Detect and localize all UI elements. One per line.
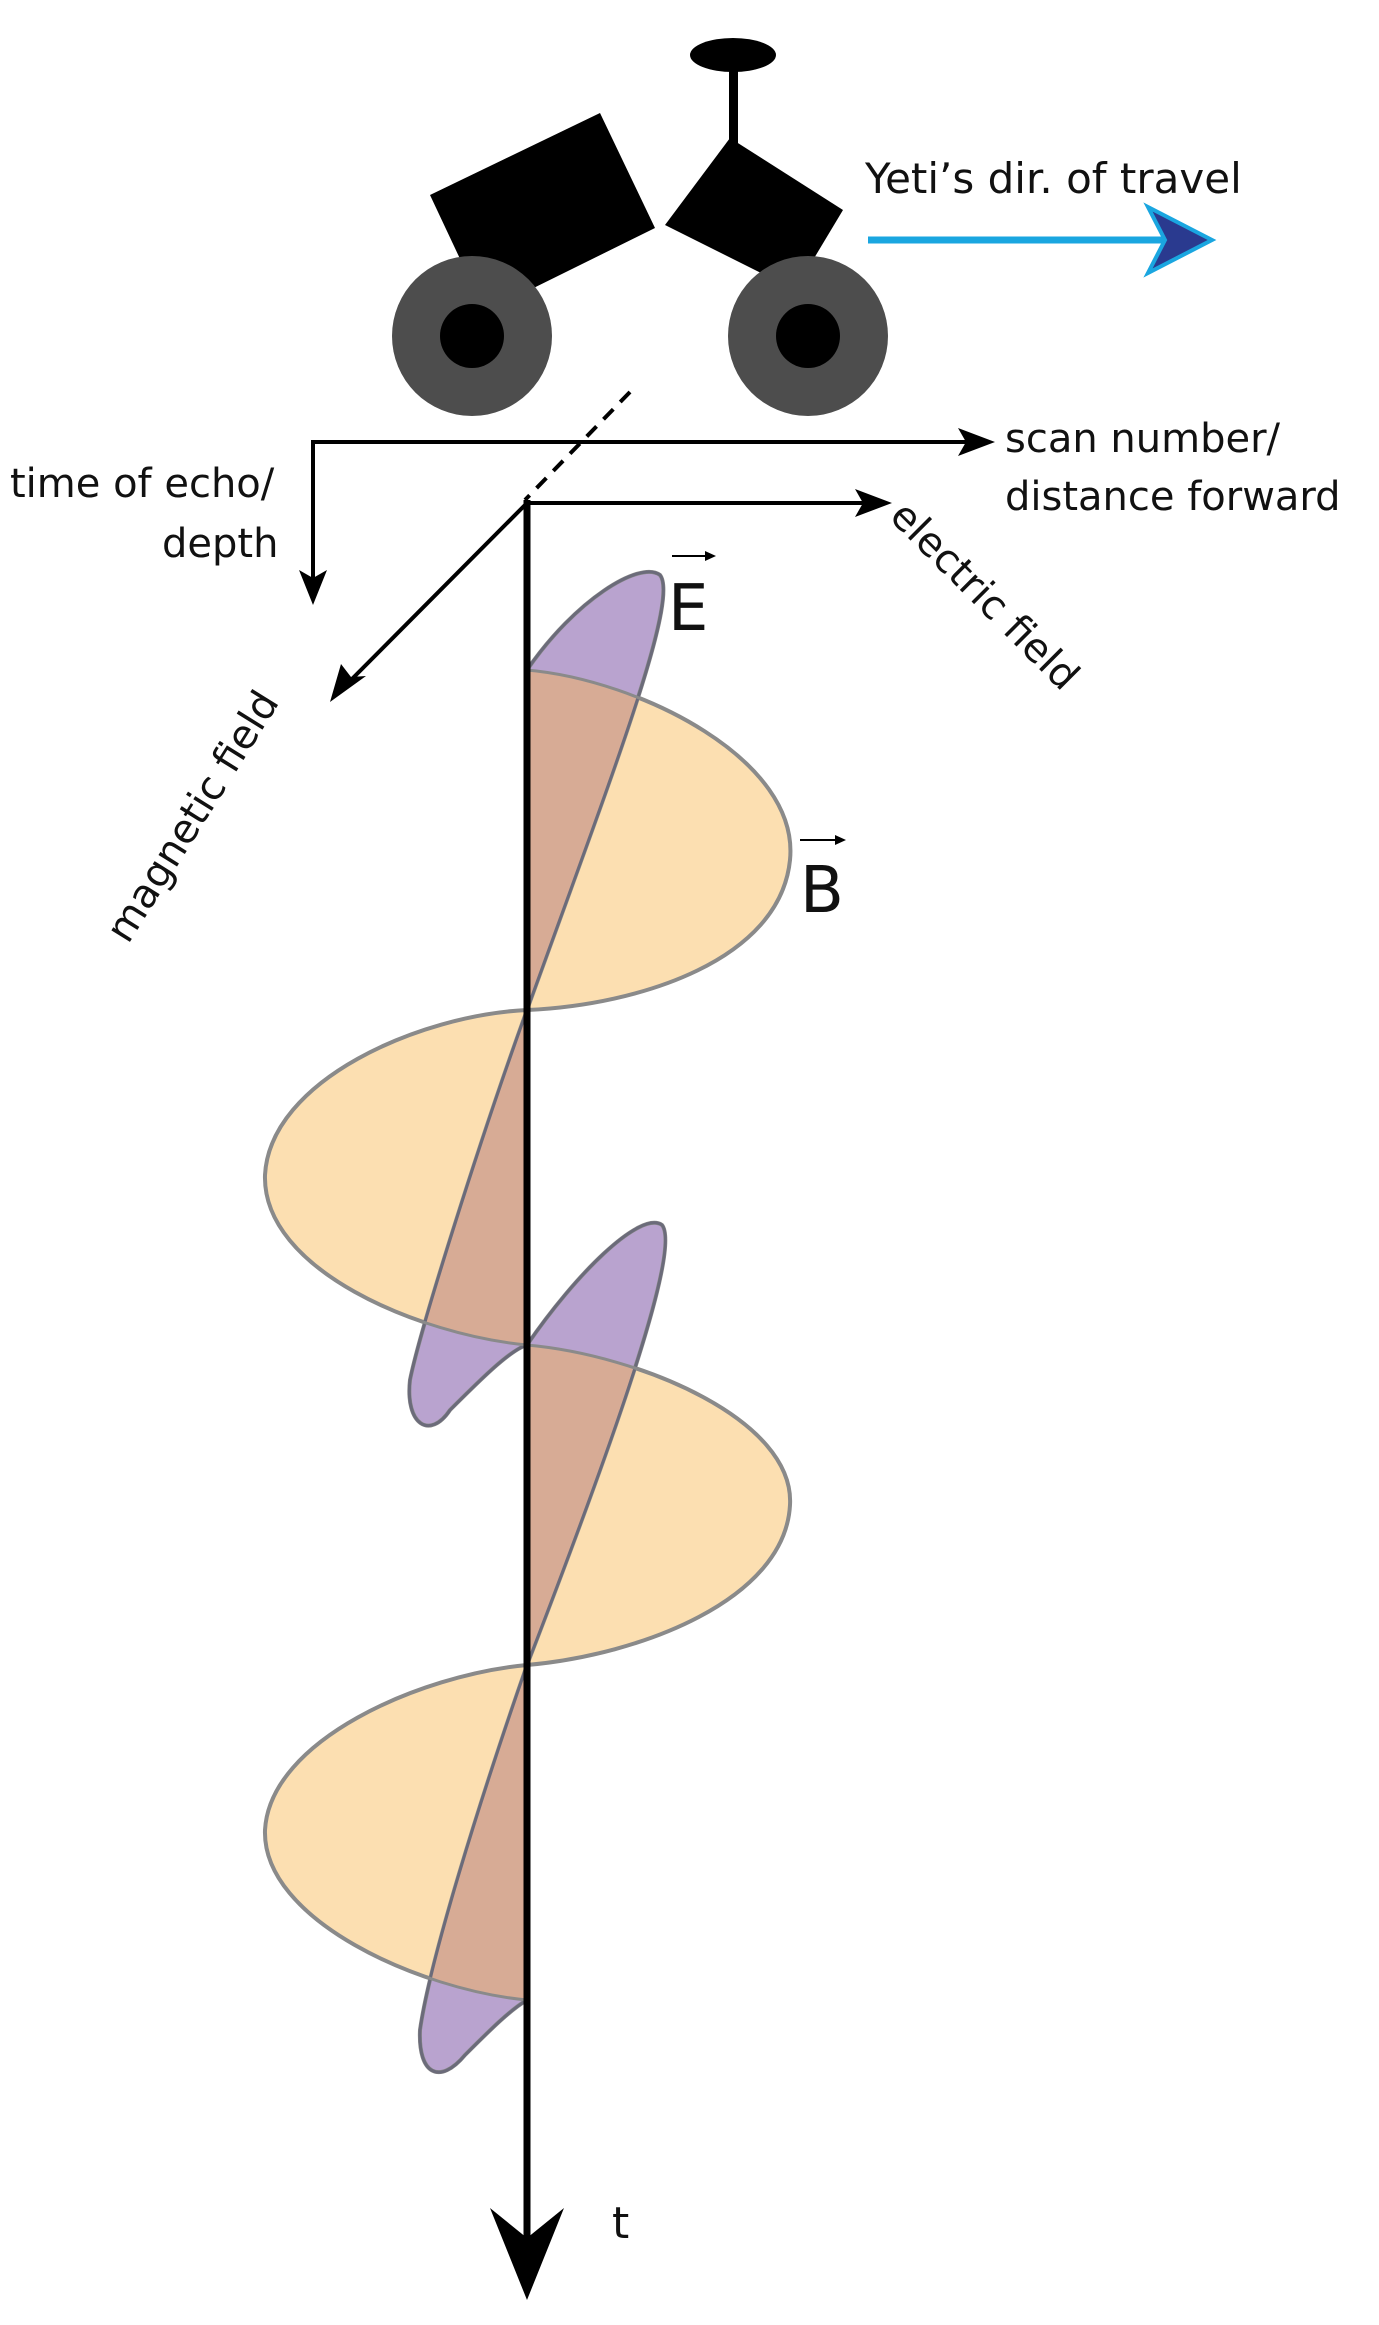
field-axes <box>343 501 870 688</box>
depth-label: depth <box>162 521 278 567</box>
wheel-left <box>392 256 552 416</box>
b-vector-label: B <box>800 854 844 928</box>
time-axis-arrowhead-main <box>490 2208 564 2300</box>
antenna-dish <box>690 38 776 72</box>
antenna-mast <box>729 68 738 143</box>
scan-axis-arrowhead <box>958 428 995 456</box>
wheel-right <box>728 256 888 416</box>
time-axis-arrowhead <box>299 570 327 605</box>
arrow-right-icon <box>868 202 1217 278</box>
rover-robot-icon <box>392 38 888 416</box>
b-vector-label-group: B <box>800 835 846 928</box>
time-of-echo-label: time of echo/ <box>10 461 275 507</box>
distance-forward-label: distance forward <box>1005 474 1341 520</box>
scan-time-axes <box>311 440 975 590</box>
electric-wave-outline <box>407 570 667 2074</box>
e-vector-label: E <box>668 572 708 646</box>
magnetic-field-label: magnetic field <box>97 683 288 950</box>
magnetic-axis-arrowhead <box>330 664 366 702</box>
electric-axis-arrowhead <box>855 489 892 517</box>
scan-number-label: scan number/ <box>1005 416 1281 462</box>
travel-direction-label: Yeti’s dir. of travel <box>864 154 1242 203</box>
magnetic-wave-outline <box>263 668 792 2002</box>
electric-field-label: electric field <box>881 493 1088 700</box>
t-axis-label: t <box>612 2198 629 2249</box>
e-vector-label-group: E <box>668 551 716 646</box>
dashed-projection-line <box>523 390 632 502</box>
robot-body-right <box>665 138 843 290</box>
